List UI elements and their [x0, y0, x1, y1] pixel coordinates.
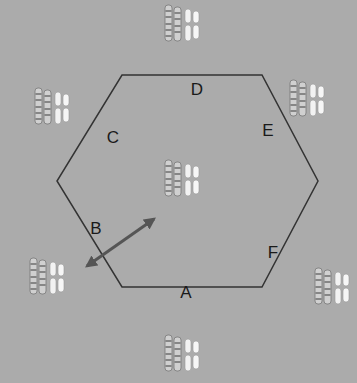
side-label: F [268, 244, 278, 261]
side-label: A [180, 284, 191, 301]
side-label: C [107, 129, 119, 146]
side-label: D [191, 81, 203, 98]
side-label: B [90, 220, 101, 237]
side-label: E [262, 122, 273, 139]
